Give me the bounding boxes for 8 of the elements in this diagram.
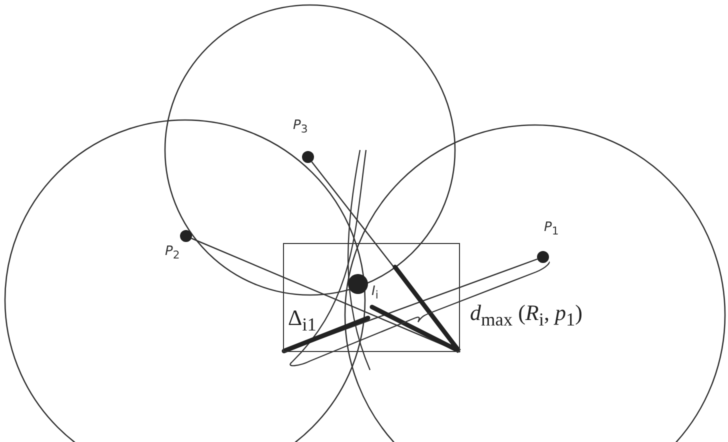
distance-label: d$_{max}$ (R$_{i}$, p$_{1}$) [470,300,582,330]
point-dot [302,151,314,163]
rectangle-region [283,243,460,352]
connector-line [191,238,460,353]
point-dot [348,274,368,294]
delta-label: Δ$_{i1}$ [288,305,316,336]
point-dot [537,251,549,263]
point-dot [180,230,192,242]
